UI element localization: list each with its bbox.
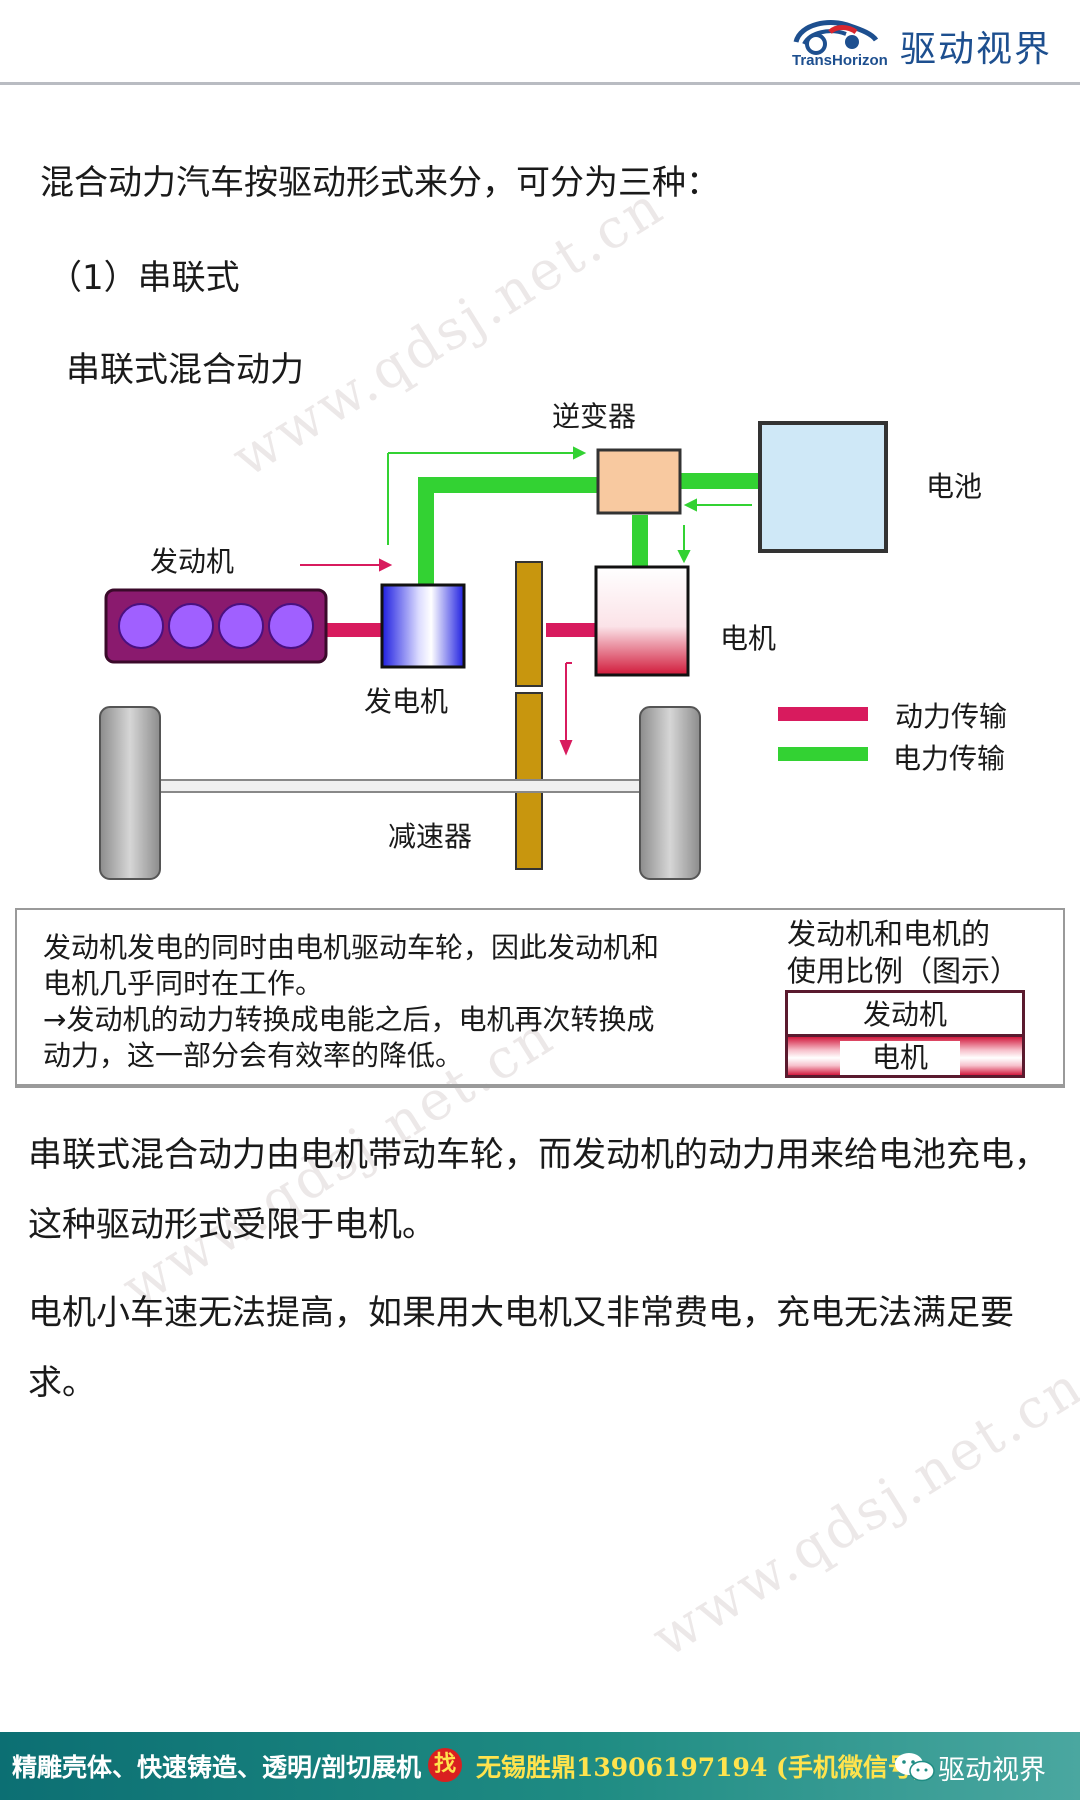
tire-right xyxy=(639,706,701,880)
ratio-title-line: 使用比例（图示） xyxy=(787,954,1020,988)
battery-box xyxy=(758,421,888,553)
footer-contact: 无锡胜鼎13906197194 (手机微信号) xyxy=(476,1753,925,1782)
label-reducer: 减速器 xyxy=(388,820,473,853)
footer-brand: 驱动视界 xyxy=(938,1755,1046,1786)
paragraph: 电机小车速无法提高，如果用大电机又非常费电，充电无法满足要求。 xyxy=(28,1293,1014,1403)
power-flow-arrows xyxy=(300,558,573,756)
label-engine: 发动机 xyxy=(150,545,235,578)
diagram-drawing xyxy=(99,421,888,880)
ratio-title: 发动机和电机的 使用比例（图示） xyxy=(787,916,1047,990)
generator-box xyxy=(380,583,466,669)
page-header: TransHorizon 驱动视界 xyxy=(0,0,1080,84)
engine-cylinder xyxy=(118,603,164,649)
footer-promo: 精雕壳体、快速铸造、透明/剖切展机 xyxy=(12,1753,422,1782)
logo-text: TransHorizon xyxy=(792,52,888,69)
paragraph: 串联式混合动力由电机带动车轮，而发动机的动力用来给电池充电，这种驱动形式受限于电… xyxy=(28,1135,1048,1245)
info-line: →发动机的动力转换成电能之后，电机再次转换成 xyxy=(43,1003,655,1036)
info-line: 发动机发电的同时由电机驱动车轮，因此发动机和 xyxy=(43,931,660,964)
diagram-title: 串联式混合动力 xyxy=(66,350,304,390)
header-divider xyxy=(0,82,1080,85)
ratio-motor-label: 电机 xyxy=(840,1041,960,1075)
engine-cylinder xyxy=(168,603,214,649)
label-inverter: 逆变器 xyxy=(552,400,637,433)
find-badge: 找 xyxy=(428,1748,462,1782)
label-generator: 发电机 xyxy=(364,685,449,718)
ratio-title-line: 发动机和电机的 xyxy=(787,917,991,951)
series-hybrid-diagram: 逆变器 电池 发动机 发电机 电机 减速器 动力传输 电力传输 xyxy=(0,395,1080,895)
legend-electric-swatch xyxy=(778,747,868,761)
legend-electric-label: 电力传输 xyxy=(893,742,1006,775)
tire-left xyxy=(99,706,161,880)
footer-banner: 精雕壳体、快速铸造、透明/剖切展机 找 无锡胜鼎13906197194 (手机微… xyxy=(0,1732,1080,1800)
reducer-gear-upper xyxy=(515,561,543,687)
power-lines xyxy=(326,623,596,637)
brand-name: 驱动视界 xyxy=(900,29,1053,70)
axle xyxy=(157,779,643,793)
wechat-icon xyxy=(895,1753,935,1782)
transhorizon-logo-icon xyxy=(793,20,879,55)
electric-flow-arrows xyxy=(387,446,752,564)
engine-cylinder xyxy=(218,603,264,649)
engine-cylinder xyxy=(268,603,314,649)
motor-box xyxy=(594,565,690,677)
ratio-motor-bar: 电机 xyxy=(785,1034,1025,1078)
label-motor: 电机 xyxy=(720,622,777,655)
intro-text: 混合动力汽车按驱动形式来分，可分为三种： xyxy=(40,163,720,203)
inverter-box xyxy=(596,448,682,515)
info-description: 发动机发电的同时由电机驱动车轮，因此发动机和 电机几乎同时在工作。 →发动机的动… xyxy=(43,930,733,1074)
info-line: 动力，这一部分会有效率的降低。 xyxy=(43,1039,464,1072)
info-line: 电机几乎同时在工作。 xyxy=(43,967,324,1000)
ratio-engine-bar: 发动机 xyxy=(785,990,1025,1034)
legend-power-label: 动力传输 xyxy=(895,700,1008,733)
engine-block xyxy=(104,588,328,664)
info-box: 发动机发电的同时由电机驱动车轮，因此发动机和 电机几乎同时在工作。 →发动机的动… xyxy=(15,908,1065,1088)
label-battery: 电池 xyxy=(926,470,983,503)
electric-lines xyxy=(418,473,760,587)
legend-power-swatch xyxy=(778,707,868,721)
section-heading: （1）串联式 xyxy=(48,258,240,298)
